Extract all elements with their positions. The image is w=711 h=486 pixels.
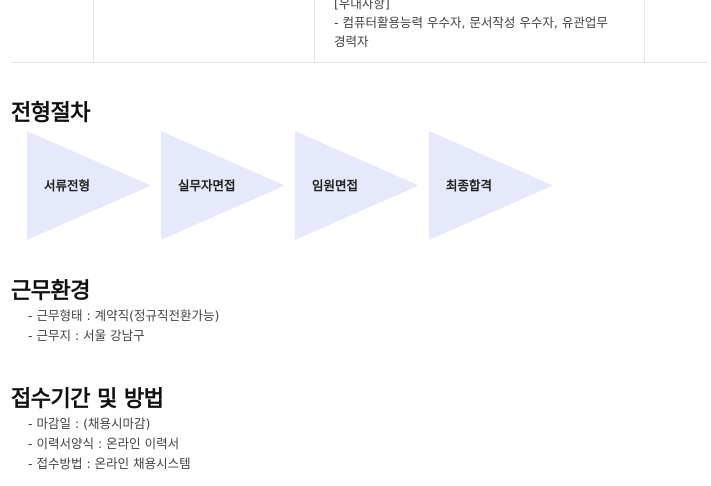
- step-label: 실무자면접: [178, 178, 236, 193]
- process-step-1: 서류전형: [27, 131, 151, 240]
- requirements-table-row: [11, 0, 708, 63]
- environment-title: 근무환경: [11, 279, 90, 304]
- step-label: 최종합격: [446, 178, 493, 193]
- list-item: - 이력서양식 : 온라인 이력서: [28, 436, 180, 451]
- process-step-4: 최종합격: [429, 131, 553, 240]
- process-step-2: 실무자면접: [161, 131, 285, 240]
- application-list: - 마감일 : (채용시마감) - 이력서양식 : 온라인 이력서 - 접수방법…: [28, 414, 191, 474]
- application-title: 접수기간 및 방법: [11, 387, 164, 412]
- step-arrow-icon: [27, 131, 151, 240]
- table-divider: [644, 0, 645, 62]
- list-item: - 마감일 : (채용시마감): [28, 416, 151, 431]
- list-item: - 접수방법 : 온라인 채용시스템: [28, 456, 191, 471]
- list-item: - 근무형태 : 계약직(정규직전환가능): [28, 308, 220, 323]
- step-label: 임원면접: [312, 178, 359, 193]
- process-step-3: 임원면접: [295, 131, 419, 240]
- step-label: 서류전형: [44, 178, 91, 193]
- preferred-line: 경력자: [334, 34, 369, 49]
- list-item: - 근무지 : 서울 강남구: [28, 328, 145, 343]
- step-arrow-icon: [429, 131, 553, 240]
- environment-list: - 근무형태 : 계약직(정규직전환가능) - 근무지 : 서울 강남구: [28, 306, 219, 346]
- preferred-heading: [우대사항]: [334, 0, 390, 11]
- process-title: 전형절차: [11, 101, 90, 126]
- table-divider: [93, 0, 94, 62]
- preferred-qualifications-cell: [우대사항] - 컴퓨터활용능력 우수자, 문서작성 우수자, 유관업무 경력자: [334, 0, 634, 51]
- step-arrow-icon: [295, 131, 419, 240]
- process-steps: 서류전형 실무자면접 임원면접 최종합격: [27, 131, 587, 240]
- table-divider: [314, 0, 315, 62]
- preferred-line: - 컴퓨터활용능력 우수자, 문서작성 우수자, 유관업무: [334, 15, 608, 30]
- step-arrow-icon: [161, 131, 285, 240]
